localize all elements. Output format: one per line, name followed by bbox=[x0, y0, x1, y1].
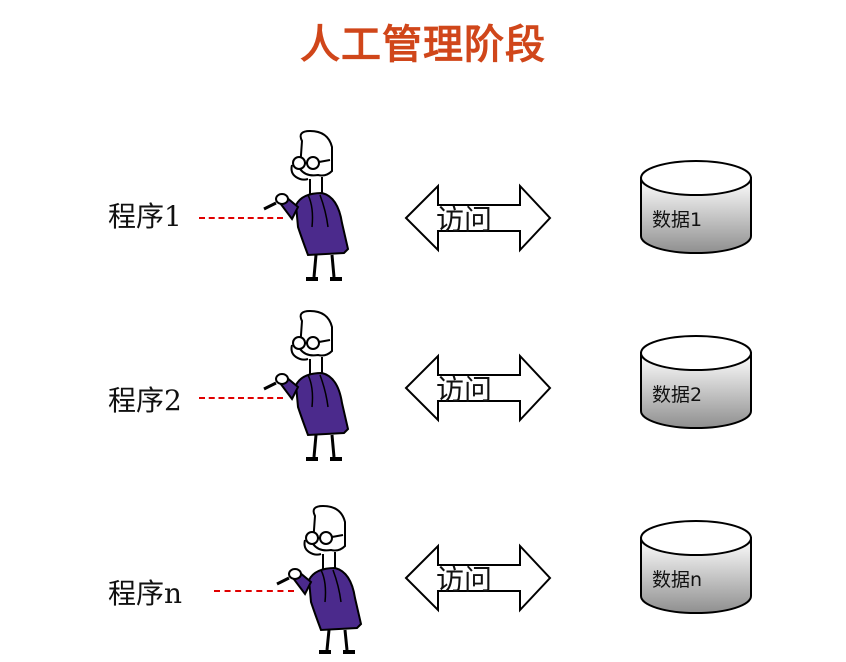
double-arrow bbox=[404, 543, 552, 613]
page-title: 人工管理阶段 bbox=[300, 22, 546, 68]
double-arrow bbox=[404, 183, 552, 253]
row-2: 程序2 访问 数据2 bbox=[0, 305, 846, 465]
row-1: 程序1 访问 bbox=[0, 125, 846, 285]
access-label: 访问 bbox=[436, 373, 493, 406]
programmer-figure bbox=[263, 129, 350, 281]
program-label: 程序1 bbox=[108, 200, 182, 233]
database-cylinder bbox=[640, 335, 752, 429]
database-cylinder bbox=[640, 520, 752, 614]
dashed-connector bbox=[214, 590, 294, 592]
row-3: 程序n 访问 数据n bbox=[0, 500, 846, 660]
access-label: 访问 bbox=[436, 203, 493, 236]
programmer-figure bbox=[263, 309, 350, 461]
dashed-connector bbox=[199, 217, 283, 219]
database-label: 数据n bbox=[652, 569, 703, 591]
programmer-figure bbox=[276, 504, 363, 654]
database-cylinder bbox=[640, 160, 752, 254]
database-label: 数据2 bbox=[652, 384, 703, 406]
database-label: 数据1 bbox=[652, 209, 703, 231]
program-label: 程序2 bbox=[108, 384, 182, 417]
access-label: 访问 bbox=[436, 563, 493, 596]
dashed-connector bbox=[199, 397, 283, 399]
double-arrow bbox=[404, 353, 552, 423]
program-label: 程序n bbox=[108, 577, 183, 610]
